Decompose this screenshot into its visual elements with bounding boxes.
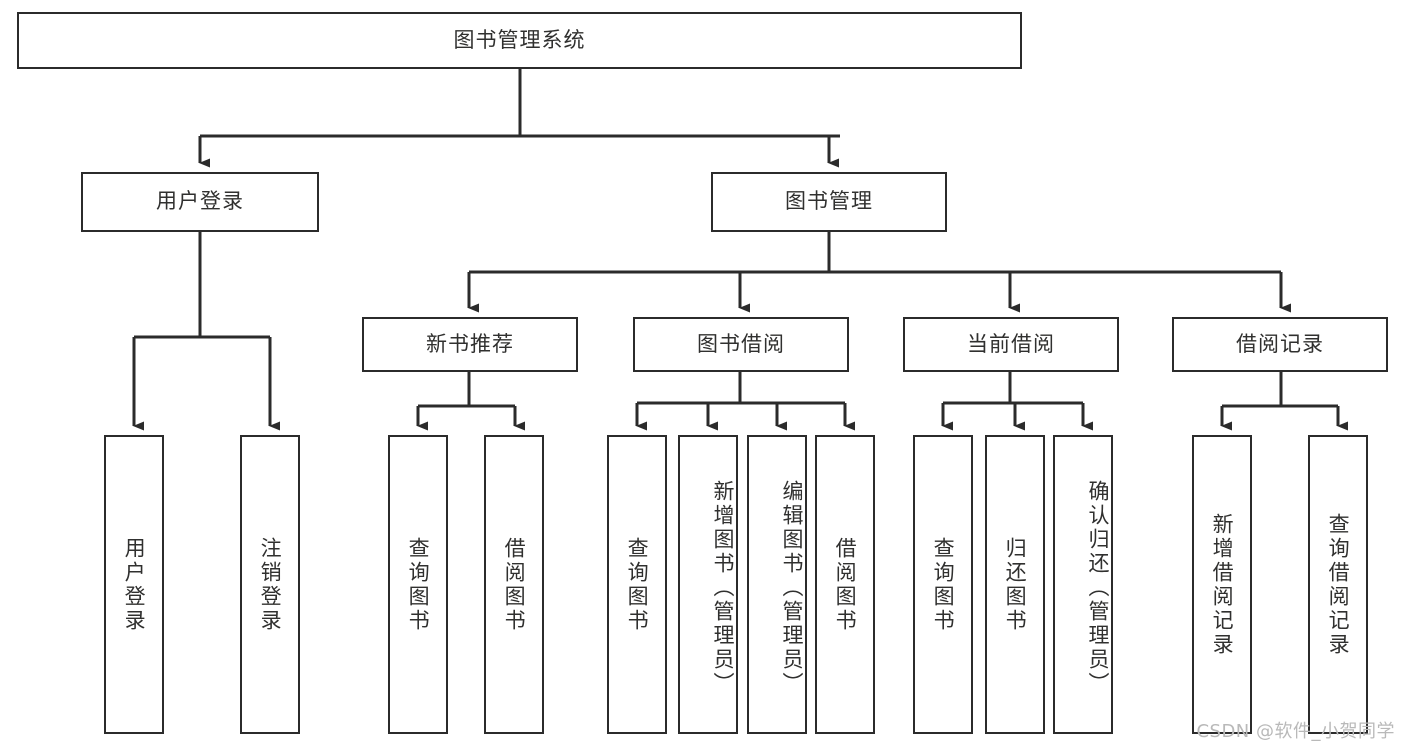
node-label: 用户登录 xyxy=(156,189,244,214)
node-label: 查询图书 xyxy=(931,536,956,633)
leaf-query-books-borrowing[interactable]: 查询图书 xyxy=(607,435,667,734)
leaf-borrow-books-borrowing[interactable]: 借阅图书 xyxy=(815,435,875,734)
node-label: 新增借阅记录 xyxy=(1210,512,1235,657)
connector-borrow-to-leaves xyxy=(635,372,855,431)
node-label: 借阅图书 xyxy=(502,536,527,633)
node-label: 用户登录 xyxy=(122,536,147,633)
node-label: 确认归还（管理员） xyxy=(1086,479,1110,696)
node-label: 新书推荐 xyxy=(426,331,514,356)
leaf-edit-book-admin[interactable]: 编辑图书（管理员） xyxy=(747,435,807,734)
connector-user-login-to-leaves xyxy=(132,232,280,431)
node-label: 当前借阅 xyxy=(967,331,1055,356)
node-label: 图书管理 xyxy=(785,189,873,214)
leaf-query-borrowing-record[interactable]: 查询借阅记录 xyxy=(1308,435,1368,734)
node-label: 借阅记录 xyxy=(1236,331,1324,356)
leaf-borrow-books-recommendation[interactable]: 借阅图书 xyxy=(484,435,544,734)
node-borrowing-records[interactable]: 借阅记录 xyxy=(1172,317,1388,372)
leaf-query-books-current[interactable]: 查询图书 xyxy=(913,435,973,734)
node-label: 新增图书（管理员） xyxy=(711,479,735,696)
node-label: 编辑图书（管理员） xyxy=(780,479,804,696)
node-label: 查询图书 xyxy=(625,536,650,633)
connector-book-mgmt-to-level3 xyxy=(467,232,1291,313)
node-book-management[interactable]: 图书管理 xyxy=(711,172,947,232)
node-label: 借阅图书 xyxy=(833,536,858,633)
leaf-confirm-return-admin[interactable]: 确认归还（管理员） xyxy=(1053,435,1113,734)
leaf-add-book-admin[interactable]: 新增图书（管理员） xyxy=(678,435,738,734)
leaf-return-books[interactable]: 归还图书 xyxy=(985,435,1045,734)
node-user-login[interactable]: 用户登录 xyxy=(81,172,319,232)
leaf-add-borrowing-record[interactable]: 新增借阅记录 xyxy=(1192,435,1252,734)
leaf-logout[interactable]: 注销登录 xyxy=(240,435,300,734)
node-current-borrowing[interactable]: 当前借阅 xyxy=(903,317,1119,372)
node-label: 图书管理系统 xyxy=(453,27,586,52)
node-label: 查询借阅记录 xyxy=(1326,512,1351,657)
node-label: 图书借阅 xyxy=(697,331,785,356)
node-label: 注销登录 xyxy=(258,536,283,633)
watermark-text: CSDN @软件_小贺同学 xyxy=(1196,721,1395,742)
node-book-borrowing[interactable]: 图书借阅 xyxy=(633,317,849,372)
node-label: 归还图书 xyxy=(1003,536,1028,633)
connector-root-to-level2 xyxy=(198,69,840,168)
connector-new-book-to-leaves xyxy=(416,372,525,431)
node-new-book-recommendation[interactable]: 新书推荐 xyxy=(362,317,578,372)
node-root-system[interactable]: 图书管理系统 xyxy=(17,12,1022,69)
node-label: 查询图书 xyxy=(406,536,431,633)
leaf-query-books-recommendation[interactable]: 查询图书 xyxy=(388,435,448,734)
connector-current-borrow-to-leaves xyxy=(941,372,1093,431)
leaf-user-login[interactable]: 用户登录 xyxy=(104,435,164,734)
connector-borrow-record-to-leaves xyxy=(1220,372,1348,431)
